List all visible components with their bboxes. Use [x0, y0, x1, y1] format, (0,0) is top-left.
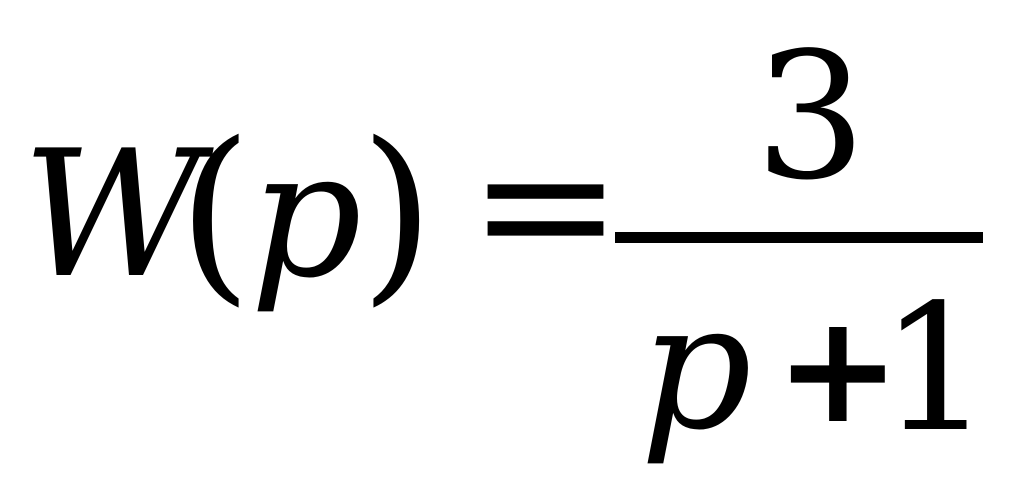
equals-sign: = [468, 96, 624, 312]
function-name: W [22, 114, 202, 317]
open-parenthesis: ( [178, 102, 253, 323]
fraction-numerator: 3 [755, 16, 867, 219]
close-parenthesis: ) [360, 102, 435, 323]
fraction-bar [615, 232, 983, 243]
plus-sign: + [775, 283, 901, 457]
function-argument: p [250, 114, 363, 317]
denominator-constant: 1 [880, 268, 992, 471]
denominator-variable: p [640, 266, 753, 469]
